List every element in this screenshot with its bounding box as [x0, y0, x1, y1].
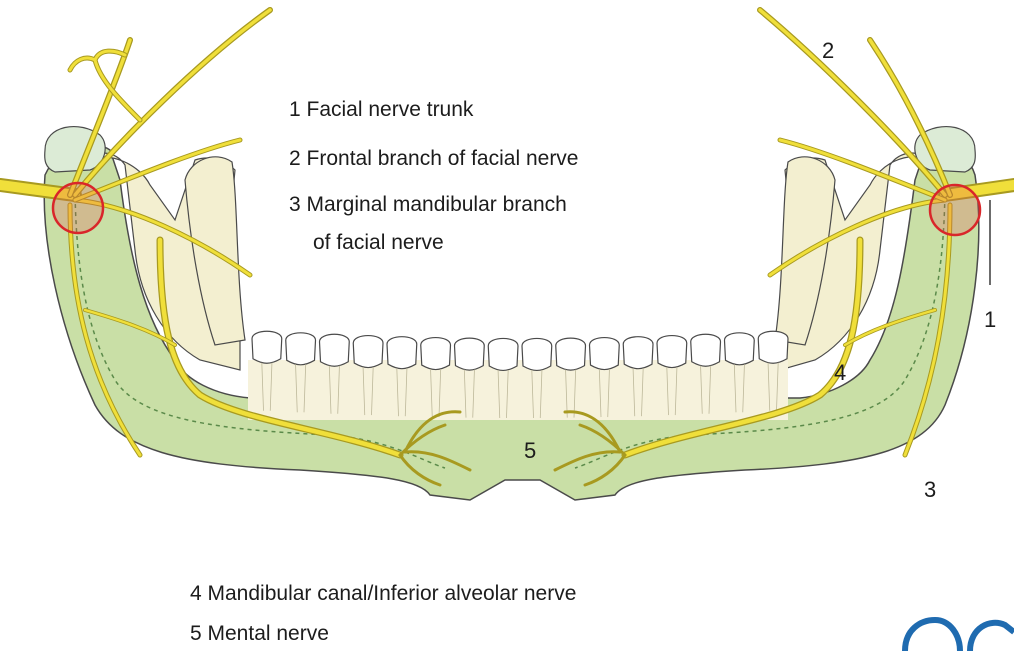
legend-item-4: 4 Mandibular canal/Inferior alveolar ner… — [190, 582, 576, 606]
facial-trunk-highlight-left — [53, 183, 103, 233]
callout-5: 5 — [524, 438, 536, 464]
tooth — [320, 334, 350, 366]
tooth — [691, 334, 721, 366]
tooth — [657, 336, 687, 368]
tooth — [421, 338, 451, 370]
callout-1: 1 — [984, 307, 996, 333]
legend-item-2: 2 Frontal branch of facial nerve — [289, 147, 579, 171]
tooth — [488, 338, 518, 370]
teeth-roots-area — [248, 360, 788, 420]
tooth — [455, 338, 485, 370]
callout-4: 4 — [834, 360, 846, 386]
legend-item-3-continued: of facial nerve — [313, 231, 444, 255]
tooth — [556, 338, 586, 370]
callout-2: 2 — [822, 38, 834, 64]
tooth — [623, 337, 653, 369]
legend-item-5: 5 Mental nerve — [190, 622, 329, 646]
tooth — [725, 333, 755, 365]
logo-mark — [905, 620, 1014, 651]
callout-3: 3 — [924, 477, 936, 503]
tooth — [286, 333, 316, 365]
legend-item-3: 3 Marginal mandibular branch — [289, 193, 567, 217]
facial-trunk-highlight-right — [930, 185, 980, 235]
tooth — [353, 336, 383, 368]
tooth — [590, 338, 620, 370]
tooth — [758, 331, 788, 363]
tooth — [522, 338, 552, 370]
tooth — [387, 337, 417, 369]
tooth — [252, 331, 282, 363]
legend-item-1: 1 Facial nerve trunk — [289, 98, 473, 122]
